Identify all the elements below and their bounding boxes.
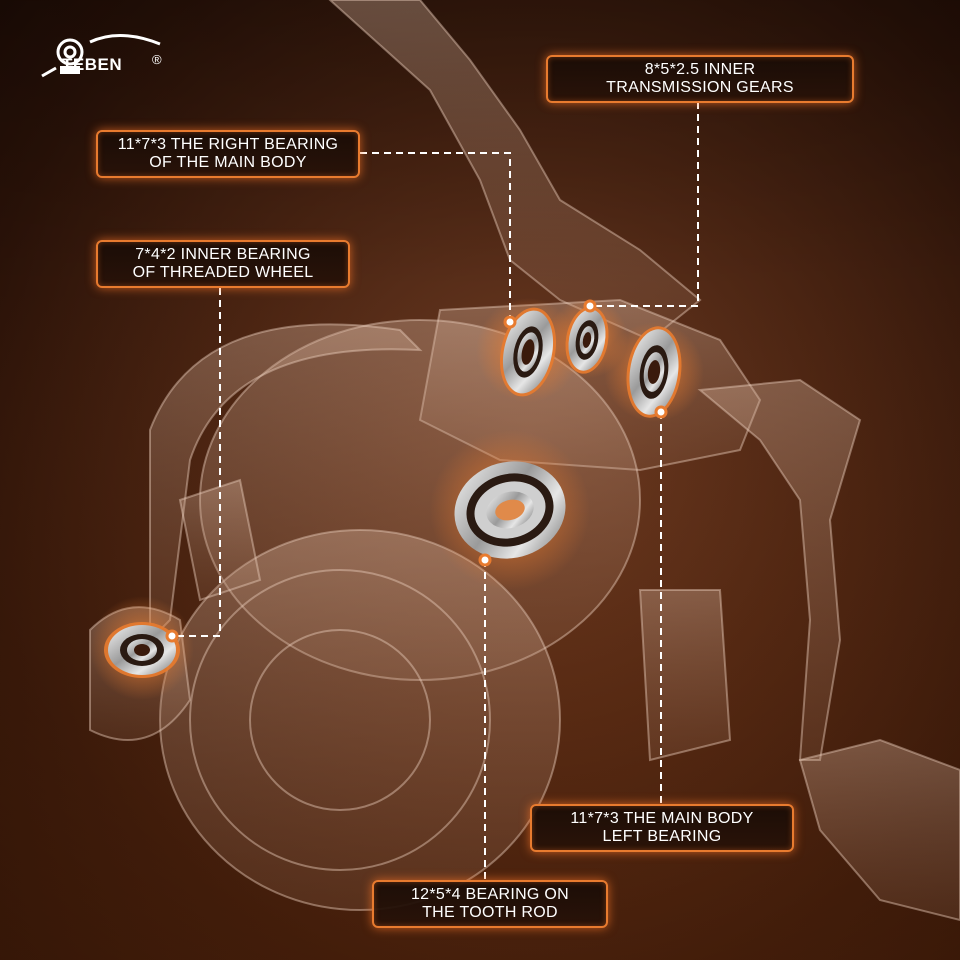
bearing-threaded-wheel [104, 622, 180, 678]
callout-left-bearing: 11*7*3 THE MAIN BODY LEFT BEARING [530, 804, 794, 852]
registered-mark: ® [152, 52, 162, 67]
callout-right-bearing: 11*7*3 THE RIGHT BEARING OF THE MAIN BOD… [96, 130, 360, 178]
bearing-right [499, 307, 557, 397]
bearing-gears [565, 306, 609, 374]
callout-right-bearing-text: 11*7*3 THE RIGHT BEARING OF THE MAIN BOD… [117, 136, 339, 171]
leader-dots [165, 299, 668, 643]
callout-transmission-gears-text: 8*5*2.5 INNER TRANSMISSION GEARS [606, 61, 794, 96]
callout-tooth-rod-text: 12*5*4 BEARING ON THE TOOTH ROD [410, 886, 570, 921]
brand-name: TEBEN [62, 55, 123, 74]
callout-left-bearing-text: 11*7*3 THE MAIN BODY LEFT BEARING [570, 810, 754, 845]
callout-tooth-rod: 12*5*4 BEARING ON THE TOOTH ROD [372, 880, 608, 928]
leader-lines [172, 102, 699, 880]
brand-logo-icon [41, 33, 161, 78]
callout-threaded-wheel-text: 7*4*2 INNER BEARING OF THREADED WHEEL [132, 246, 314, 281]
callout-threaded-wheel: 7*4*2 INNER BEARING OF THREADED WHEEL [96, 240, 350, 288]
bearing-left [626, 326, 682, 418]
callout-transmission-gears: 8*5*2.5 INNER TRANSMISSION GEARS [546, 55, 854, 103]
bearing-tooth-rod [454, 461, 566, 559]
